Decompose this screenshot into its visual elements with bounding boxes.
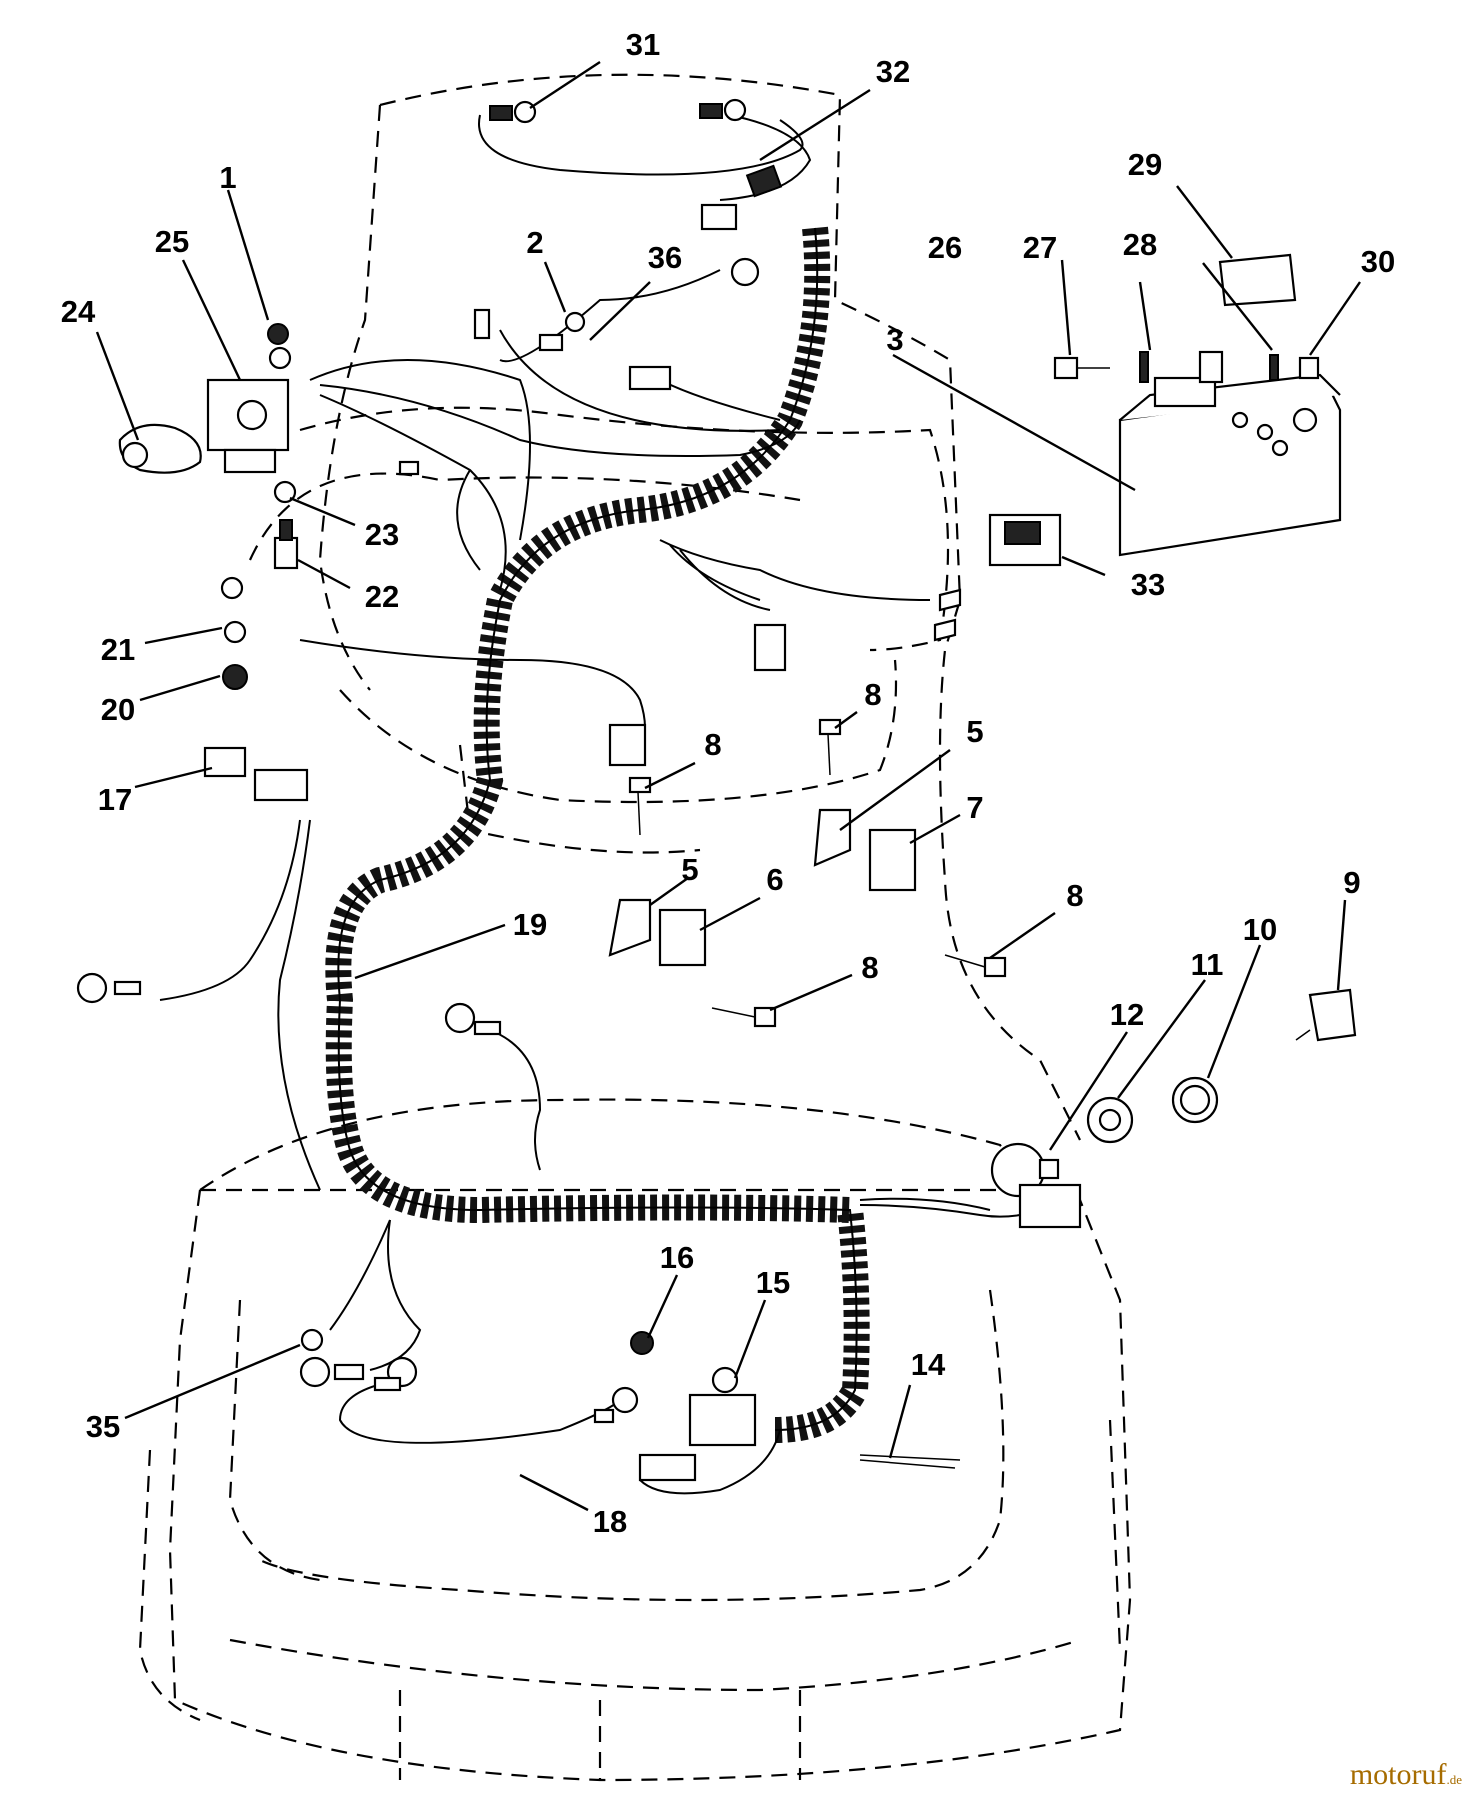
watermark-logo: motoruf.de [1350, 1758, 1462, 1792]
label-30: 30 [1361, 244, 1395, 279]
label-6: 6 [766, 862, 783, 897]
label-28: 28 [1123, 227, 1157, 262]
leader-lines [95, 60, 1361, 1512]
label-8b: 8 [864, 677, 881, 712]
part-labels: 1 2 3 5 5 6 7 8 8 8 8 9 10 11 12 14 15 1… [61, 27, 1395, 1539]
parts [76, 98, 1357, 1482]
label-8c: 8 [1066, 878, 1083, 913]
label-22: 22 [365, 579, 399, 614]
label-25: 25 [155, 224, 189, 259]
coiled-harness [325, 226, 870, 1443]
label-3: 3 [886, 322, 903, 357]
label-27: 27 [1023, 230, 1057, 265]
label-8a: 8 [704, 727, 721, 762]
label-10: 10 [1243, 912, 1277, 947]
label-20: 20 [101, 692, 135, 727]
label-26: 26 [928, 230, 962, 265]
label-11: 11 [1191, 947, 1224, 982]
label-14: 14 [911, 1347, 946, 1382]
label-7: 7 [966, 790, 983, 825]
label-12: 12 [1110, 997, 1144, 1032]
label-16: 16 [660, 1240, 694, 1275]
label-1: 1 [219, 160, 236, 195]
label-24: 24 [61, 294, 96, 329]
label-8d: 8 [861, 950, 878, 985]
label-5a: 5 [966, 714, 983, 749]
label-18: 18 [593, 1504, 627, 1539]
label-29: 29 [1128, 147, 1162, 182]
label-31: 31 [626, 27, 660, 62]
label-15: 15 [756, 1265, 790, 1300]
label-9: 9 [1343, 865, 1360, 900]
watermark-name: motoruf [1349, 1758, 1447, 1791]
label-33: 33 [1131, 567, 1165, 602]
label-35: 35 [86, 1409, 120, 1444]
label-5b: 5 [681, 852, 698, 887]
wires [159, 114, 1041, 1495]
label-36: 36 [648, 240, 682, 275]
label-17: 17 [98, 782, 132, 817]
label-23: 23 [365, 517, 399, 552]
watermark-tld: .de [1446, 1772, 1462, 1787]
label-2: 2 [526, 225, 543, 260]
label-19: 19 [513, 907, 547, 942]
label-32: 32 [876, 54, 910, 89]
label-21: 21 [101, 632, 135, 667]
